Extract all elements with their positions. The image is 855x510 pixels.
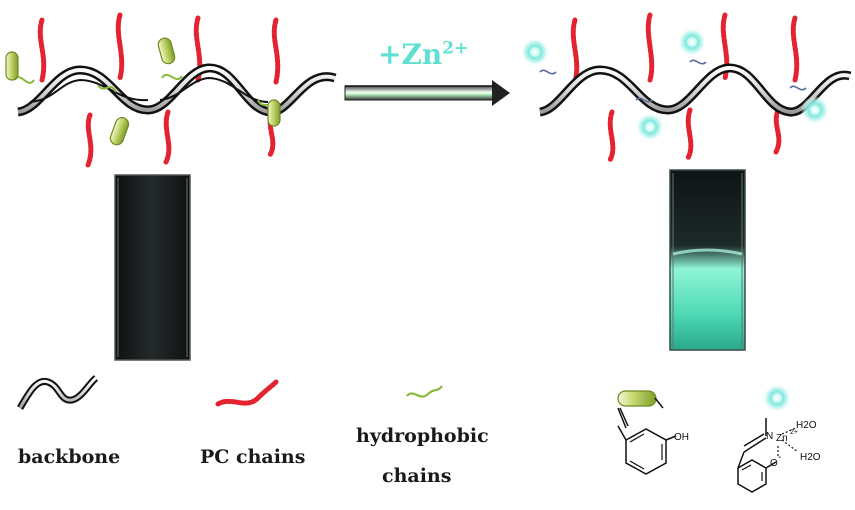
legend-hydrophobic-label-line2: chains <box>382 465 452 487</box>
pc-chain <box>163 109 172 165</box>
oh-label: OH <box>674 432 689 443</box>
zn-glow <box>801 96 829 124</box>
legend-zn-glow <box>763 384 791 412</box>
free-ligand-structure <box>617 390 677 475</box>
right-backbone <box>538 63 852 117</box>
zn-glow <box>636 113 664 141</box>
zn-complex-structure <box>737 384 799 493</box>
reaction-arrow <box>344 80 510 106</box>
zn-label: Zn <box>776 433 788 444</box>
salicylaldimine-capsule <box>5 51 19 81</box>
pc-chain <box>773 107 782 155</box>
pc-chain <box>570 17 580 85</box>
right-polymer <box>521 12 852 163</box>
salicylaldimine-capsule <box>267 99 281 127</box>
zn-glow <box>678 28 706 56</box>
pc-chain <box>790 15 800 83</box>
zn-ion-label: +Zn2+ <box>378 38 468 71</box>
legend-pc-chain-icon <box>215 379 279 407</box>
zn-ion-text: +Zn <box>378 38 443 71</box>
pc-chain <box>645 12 655 83</box>
left-backbone <box>16 63 337 117</box>
left-polymer <box>5 12 337 168</box>
right-hydrophobic-chains <box>539 59 807 103</box>
pc-chain <box>271 17 281 85</box>
n-label: N <box>766 431 773 442</box>
right-pc-chains <box>570 12 800 163</box>
vial-before <box>114 174 191 361</box>
zn-glow <box>521 38 549 66</box>
water-label-1: H2O <box>796 420 817 431</box>
water-label-2: H2O <box>800 452 821 463</box>
pc-chain <box>685 107 694 161</box>
salicylaldimine-capsule <box>109 117 130 146</box>
legend-hydrophobic-icon <box>406 385 443 398</box>
phenolate-o-label: O <box>770 458 778 469</box>
zn-complex-glows <box>521 28 829 141</box>
left-capsules <box>5 37 281 146</box>
phenolate-charge-label: - <box>778 452 781 463</box>
legend-backbone-icon <box>17 375 99 410</box>
pc-chain <box>37 17 47 83</box>
pc-chain <box>115 12 125 81</box>
zn-charge-label: 2+ <box>790 429 798 436</box>
salicylaldimine-capsule <box>157 37 176 65</box>
legend-backbone-label: backbone <box>18 446 121 468</box>
pc-chain <box>85 112 94 168</box>
legend-pc-chains-label: PC chains <box>200 446 306 468</box>
vial-after <box>669 169 746 351</box>
ligand-capsule-icon <box>617 390 657 407</box>
legend-hydrophobic-label-line1: hydrophobic <box>356 425 489 447</box>
zn-ion-charge: 2+ <box>442 38 469 59</box>
pc-chain <box>607 109 616 163</box>
